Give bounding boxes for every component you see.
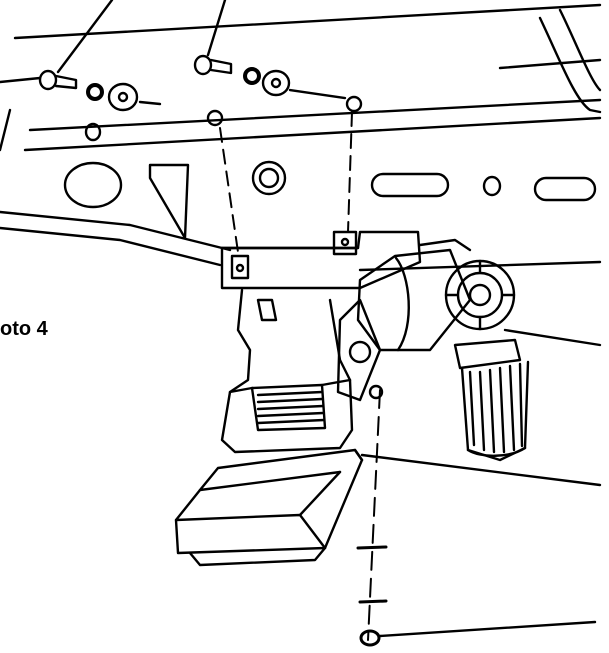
photo-caption: oto 4 [0, 318, 48, 340]
round-hole-outer [251, 160, 287, 196]
chassis-frame [0, 3, 602, 272]
nut-leader-line [378, 620, 597, 638]
motor-connector [453, 338, 522, 370]
leader-line-1 [56, 0, 114, 74]
alignment-lines [219, 111, 381, 641]
flat-washer-2 [261, 69, 291, 97]
bolt-2 [193, 54, 233, 76]
axis-line-2 [288, 88, 347, 100]
bracket-tab [332, 230, 358, 256]
axis-line-1 [138, 100, 162, 106]
lower-nut [359, 629, 381, 647]
motor-leader-line [503, 328, 602, 347]
step-pad [174, 448, 602, 567]
triangular-cutout [148, 163, 190, 240]
small-round-hole [482, 175, 502, 197]
motor-assembly [336, 238, 602, 462]
lock-washer-2 [243, 67, 261, 85]
frame-hole-left [206, 109, 224, 127]
small-hole [84, 122, 102, 142]
oval-hole-left [63, 161, 123, 209]
slot-hole-2 [533, 176, 597, 202]
lower-washer-1 [356, 545, 388, 550]
leader-line-2 [206, 0, 227, 57]
step-arm [220, 288, 354, 454]
lock-washer-1 [86, 83, 104, 101]
frame-cutouts [63, 122, 597, 240]
mounting-bracket [220, 230, 422, 290]
frame-hole-right [345, 95, 363, 113]
pad-leader-line [360, 453, 602, 487]
upper-fasteners [38, 0, 363, 127]
lower-washer-2 [358, 599, 388, 604]
bracket-slot-left [230, 254, 250, 280]
lower-fasteners [356, 545, 597, 647]
round-hole-inner [258, 167, 280, 189]
bolt-1 [38, 69, 78, 91]
flat-washer-1 [107, 82, 139, 112]
slot-hole-1 [370, 172, 450, 198]
